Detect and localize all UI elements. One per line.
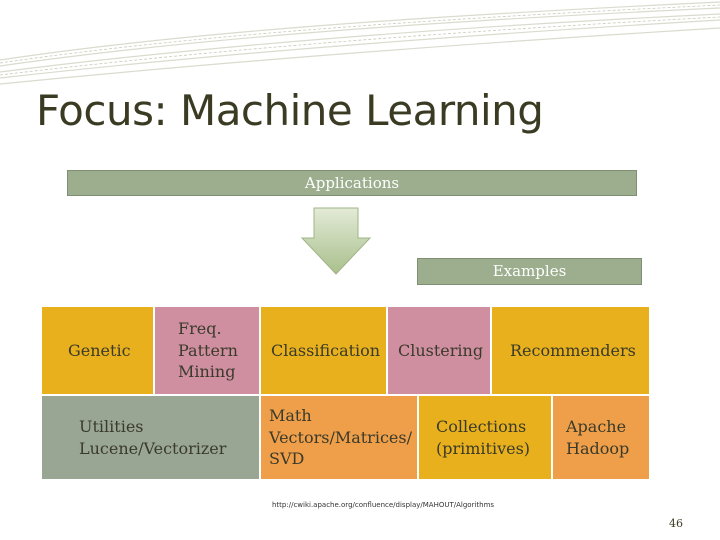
recommenders-label: Recommenders: [510, 340, 636, 362]
collections-cell: Collections (primitives): [418, 395, 552, 480]
clustering-label: Clustering: [398, 340, 483, 362]
apache-label: Apache: [566, 416, 626, 438]
genetic-cell: Genetic: [41, 306, 154, 395]
vectors-matrices-label: Vectors/Matrices/: [269, 427, 412, 449]
pattern-label: Pattern: [178, 340, 238, 362]
genetic-label: Genetic: [68, 340, 131, 362]
applications-bar: Applications: [67, 170, 637, 196]
utilities-label: Utilities: [79, 416, 144, 438]
lucene-vectorizer-label: Lucene/Vectorizer: [79, 438, 226, 460]
math-cell: Math Vectors/Matrices/ SVD: [260, 395, 418, 480]
classification-label: Classification: [271, 340, 380, 362]
page-number: 46: [669, 517, 683, 530]
page-title: Focus: Machine Learning: [36, 86, 543, 135]
freq-label: Freq.: [178, 318, 222, 340]
freq-pattern-mining-cell: Freq. Pattern Mining: [154, 306, 260, 395]
decorative-swoosh: [0, 0, 720, 90]
primitives-label: (primitives): [436, 438, 530, 460]
clustering-cell: Clustering: [387, 306, 491, 395]
svd-label: SVD: [269, 448, 304, 470]
source-url[interactable]: http://cwiki.apache.org/confluence/displ…: [272, 501, 494, 509]
math-label: Math: [269, 405, 312, 427]
hadoop-cell: Apache Hadoop: [552, 395, 650, 480]
mining-label: Mining: [178, 361, 235, 383]
recommenders-cell: Recommenders: [491, 306, 650, 395]
collections-label: Collections: [436, 416, 526, 438]
down-arrow-icon: [300, 206, 372, 276]
examples-bar: Examples: [417, 258, 642, 285]
hadoop-label: Hadoop: [566, 438, 629, 460]
utilities-cell: Utilities Lucene/Vectorizer: [41, 395, 260, 480]
classification-cell: Classification: [260, 306, 387, 395]
